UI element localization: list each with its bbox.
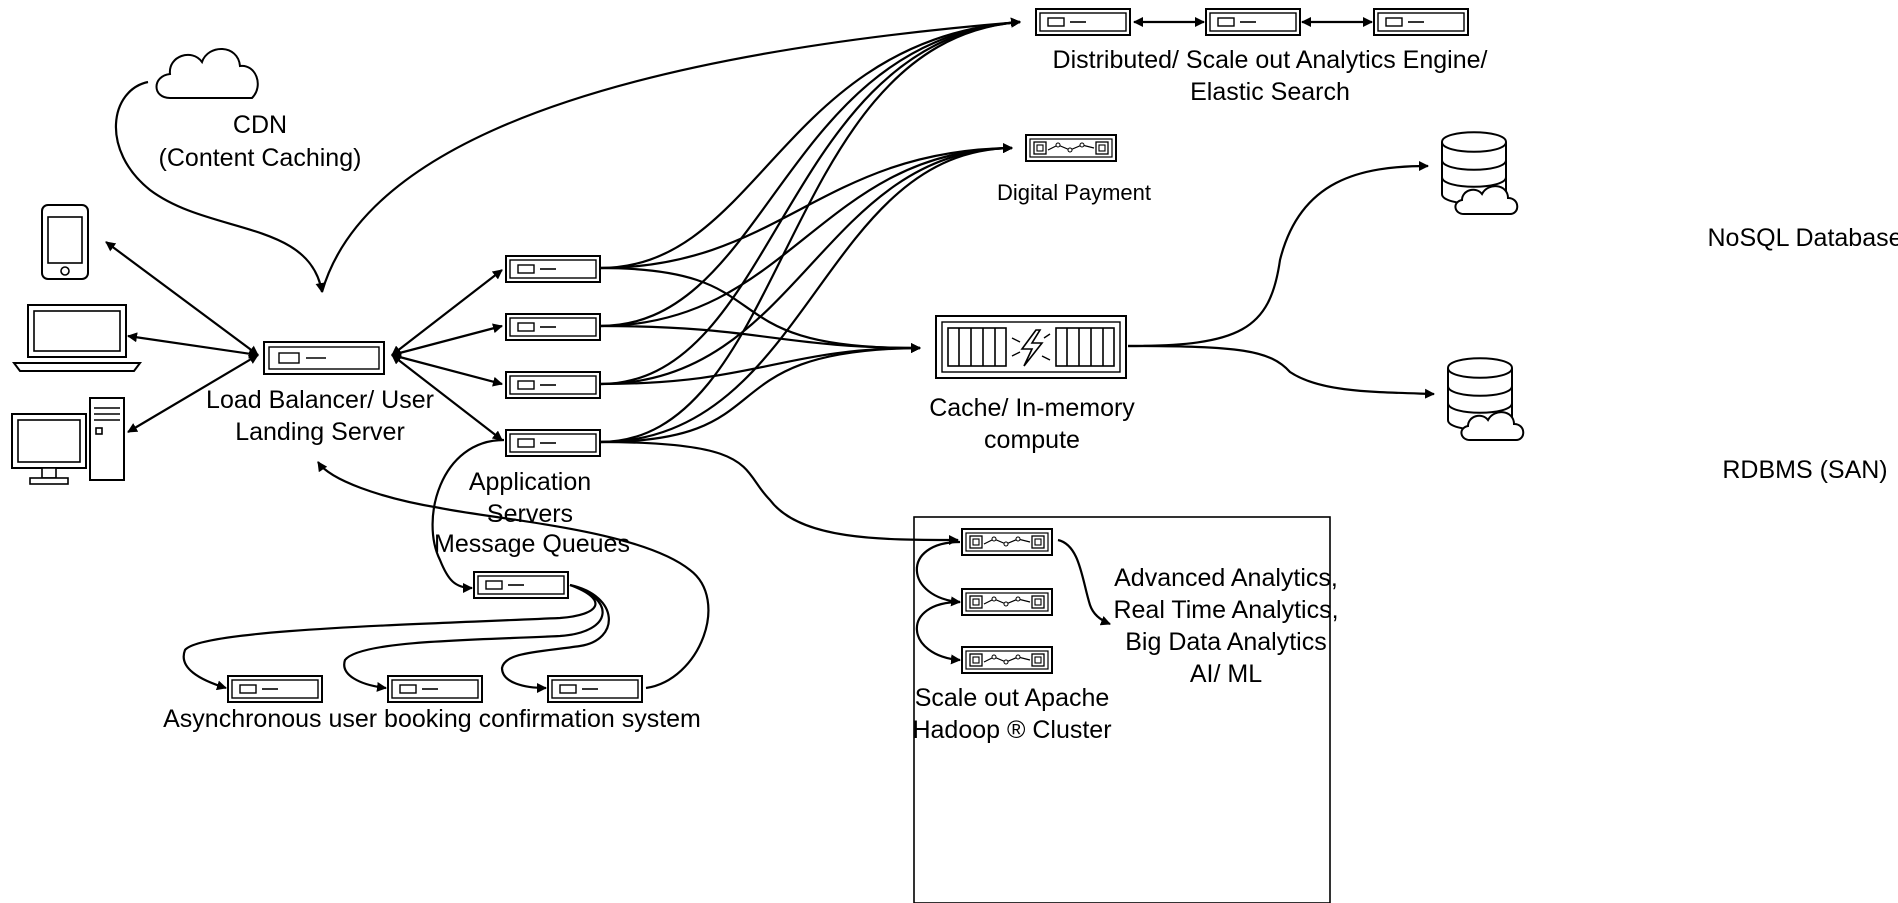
lb-label-sub: Landing Server	[235, 418, 405, 446]
bigdata-analytics-label: Big Data Analytics	[1125, 628, 1327, 656]
lb-app1-arrow	[391, 269, 503, 356]
server-icon	[387, 675, 483, 703]
server-icon	[505, 429, 601, 457]
app-servers-label: Application	[469, 468, 591, 496]
lb-app4-arrow	[391, 354, 503, 441]
app-servers-label-sub: Servers	[487, 500, 573, 528]
cdn-label-sub: (Content Caching)	[159, 144, 362, 172]
laptop-icon	[12, 304, 142, 372]
server-icon	[505, 371, 601, 399]
payment-label: Digital Payment	[997, 180, 1151, 205]
phone-lb-arrow	[105, 241, 259, 356]
server-icon	[227, 675, 323, 703]
server-icon	[1373, 8, 1469, 36]
cloud-database-icon	[1447, 357, 1525, 441]
cache-rdbms-arrow	[1127, 344, 1435, 399]
network-appliance-icon	[961, 646, 1053, 674]
server-icon	[505, 255, 601, 283]
async-lb-arrow	[317, 461, 710, 690]
hadoop-label: Scale out Apache	[915, 684, 1110, 712]
desktop-lb-arrow	[127, 354, 259, 433]
network-appliance-icon	[1025, 134, 1117, 162]
network-appliance-icon	[961, 528, 1053, 556]
hadoop-cluster-frame	[913, 516, 1331, 903]
cloud-icon	[155, 48, 259, 99]
load-balancer-server	[263, 341, 385, 375]
realtime-analytics-label: Real Time Analytics,	[1113, 596, 1338, 624]
in-memory-cache-icon	[935, 315, 1127, 379]
server-icon	[547, 675, 643, 703]
cdn-to-lb-arrow	[114, 80, 326, 293]
lb-analytics-arrow	[320, 17, 1021, 293]
analytics-label: Distributed/ Scale out Analytics Engine/	[1053, 46, 1488, 74]
cdn-label: CDN	[233, 111, 287, 139]
lb-app3-arrow	[391, 352, 503, 387]
server-icon	[505, 313, 601, 341]
cache-label: Cache/ In-memory	[929, 394, 1135, 422]
nosql-label: NoSQL Database	[1707, 224, 1898, 252]
desktop-computer-icon	[11, 397, 125, 485]
server-icon	[1035, 8, 1131, 36]
lb-app2-arrow	[391, 323, 503, 358]
advanced-analytics-label: Advanced Analytics,	[1114, 564, 1338, 592]
cache-label-sub: compute	[984, 426, 1080, 454]
connectors	[105, 17, 1435, 693]
rdbms-label: RDBMS (SAN)	[1722, 456, 1887, 484]
hadoop-label-sub: Hadoop ® Cluster	[912, 716, 1111, 744]
smartphone-icon	[41, 204, 89, 280]
server-icon	[1205, 8, 1301, 36]
laptop-lb-arrow	[127, 332, 259, 359]
network-appliance-icon	[961, 588, 1053, 616]
cloud-database-icon	[1441, 131, 1519, 215]
message-queues-label: Message Queues	[434, 530, 630, 558]
cache-nosql-arrow	[1127, 161, 1429, 348]
analytics-label-sub: Elastic Search	[1190, 78, 1350, 106]
ai-ml-label: AI/ ML	[1190, 660, 1262, 688]
server-icon	[473, 571, 569, 599]
async-label: Asynchronous user booking confirmation s…	[163, 705, 701, 733]
lb-label: Load Balancer/ User	[206, 386, 434, 414]
